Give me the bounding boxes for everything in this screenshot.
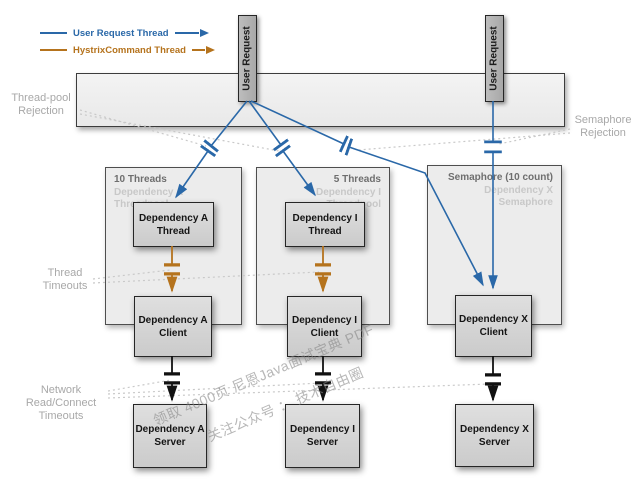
annotation-thread-pool-rejection: Thread-pool Rejection bbox=[11, 92, 71, 118]
legend-user-request-row: User Request Thread bbox=[40, 27, 209, 39]
box-dependency-i-client: Dependency I Client bbox=[287, 296, 362, 357]
legend-user-request-label: User Request Thread bbox=[73, 27, 169, 39]
box-dependency-a-thread: Dependency A Thread bbox=[133, 202, 214, 247]
pool-title: 10 Threads bbox=[114, 174, 167, 185]
arrow-right-icon bbox=[205, 46, 215, 54]
hystrix-command-line-sample bbox=[40, 49, 67, 51]
legend-hystrix-command-label: HystrixCommand Thread bbox=[73, 44, 186, 56]
user-request-box-left: User Request bbox=[238, 15, 257, 102]
box-dependency-a-server: Dependency A Server bbox=[133, 404, 207, 468]
legend-hystrix-command-row: HystrixCommand Thread bbox=[40, 44, 215, 56]
user-request-label: User Request bbox=[489, 26, 500, 91]
pool-subtitle: Dependency X Semaphore bbox=[484, 184, 553, 209]
annotation-thread-timeouts: Thread Timeouts bbox=[42, 267, 88, 293]
annotation-semaphore-rejection: Semaphore Rejection bbox=[574, 114, 632, 140]
box-dependency-x-client: Dependency X Client bbox=[455, 295, 532, 357]
hystrix-command-line-sample-2 bbox=[191, 49, 205, 51]
box-dependency-x-server: Dependency X Server bbox=[455, 404, 534, 467]
user-request-label: User Request bbox=[242, 26, 253, 91]
user-request-box-right: User Request bbox=[485, 15, 504, 102]
box-dependency-a-client: Dependency A Client bbox=[134, 296, 212, 357]
user-request-line-sample bbox=[40, 32, 67, 34]
box-dependency-i-server: Dependency I Server bbox=[285, 404, 360, 468]
user-request-line-sample-2 bbox=[174, 32, 199, 34]
pool-title: 5 Threads bbox=[333, 174, 381, 185]
pool-title: Semaphore (10 count) bbox=[447, 172, 553, 183]
box-dependency-i-thread: Dependency I Thread bbox=[285, 202, 365, 247]
arrow-right-icon bbox=[199, 29, 209, 37]
annotation-network-timeouts: Network Read/Connect Timeouts bbox=[25, 384, 97, 423]
